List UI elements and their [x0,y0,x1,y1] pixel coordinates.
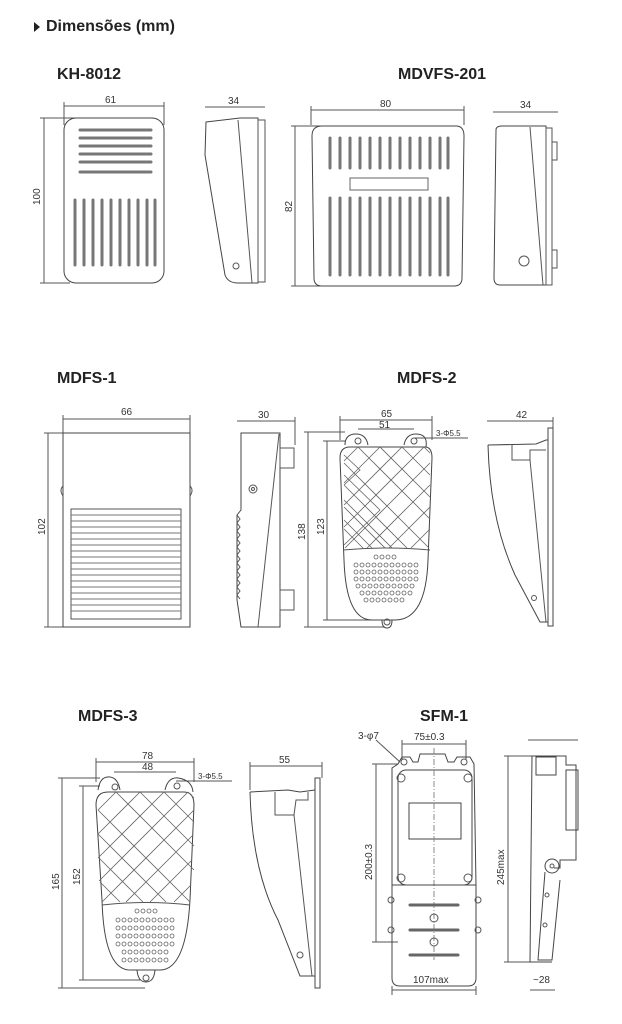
dim-hole-spacing: 51 [379,420,391,431]
mdfs-2-front-view: 65 51 3-Φ5.5 138 123 [297,409,468,629]
dim-depth: 34 [228,96,240,107]
mdfs-2-side-view: 42 [487,410,554,627]
dim-depth: 42 [516,410,528,421]
dim-width: 80 [380,99,392,110]
mdvfs-201-side-view: 34 [493,100,558,286]
dim-total-height: 245max [496,849,507,885]
triangle-right-icon [34,22,40,32]
dim-inner-height: 123 [316,518,327,535]
dim-height: 82 [284,200,295,212]
model-title-kh-8012: KH-8012 [57,66,122,83]
section-title: Dimensões (mm) [34,18,175,36]
model-title-sfm-1: SFM-1 [420,708,468,725]
dim-width: 78 [142,751,154,762]
dim-depth: 30 [258,410,270,421]
mdfs-1-side-view: 30 [236,410,296,628]
dim-width: 65 [381,409,393,420]
dim-hole-spacing: 48 [142,762,154,773]
dim-height: 102 [37,518,48,535]
mdfs-3-front-view: 78 48 3-Φ5.5 165 152 [51,751,232,989]
dim-holes: 3-Φ5.5 [436,429,461,438]
dim-holes: 3-φ7 [358,731,379,742]
sfm-1-side-view: 245max ~28 [496,739,579,991]
dim-height: 138 [297,523,308,540]
sfm-1-front-view: 3-φ7 75±0.3 200±0.3 107max [358,731,482,995]
dim-width: 66 [121,407,133,418]
dim-depth: 34 [520,100,532,111]
dim-holes: 3-Φ5.5 [198,772,223,781]
dim-depth: 55 [279,755,291,766]
section-title-text: Dimensões (mm) [46,18,175,35]
kh-8012-side-view: 34 [204,96,266,284]
dim-depth: ~28 [533,975,550,986]
dim-width: 107max [413,975,449,986]
model-title-mdvfs-201: MDVFS-201 [398,66,487,83]
model-title-mdfs-3: MDFS-3 [78,708,138,725]
dim-height: 165 [51,873,62,890]
mdfs-1-front-view: 66 102 [37,407,193,628]
model-title-mdfs-2: MDFS-2 [397,370,457,387]
model-title-mdfs-1: MDFS-1 [57,370,117,387]
mdfs-3-side-view: 55 [249,755,323,989]
mdvfs-201-front-view: 80 82 [284,99,465,287]
dim-hole-spacing: 75±0.3 [414,732,445,743]
dim-inner-height: 152 [72,868,83,885]
dim-width: 61 [105,95,117,106]
kh-8012-front-view: 61 100 [32,95,165,284]
dim-height: 200±0.3 [364,843,375,880]
dim-height: 100 [32,188,43,205]
